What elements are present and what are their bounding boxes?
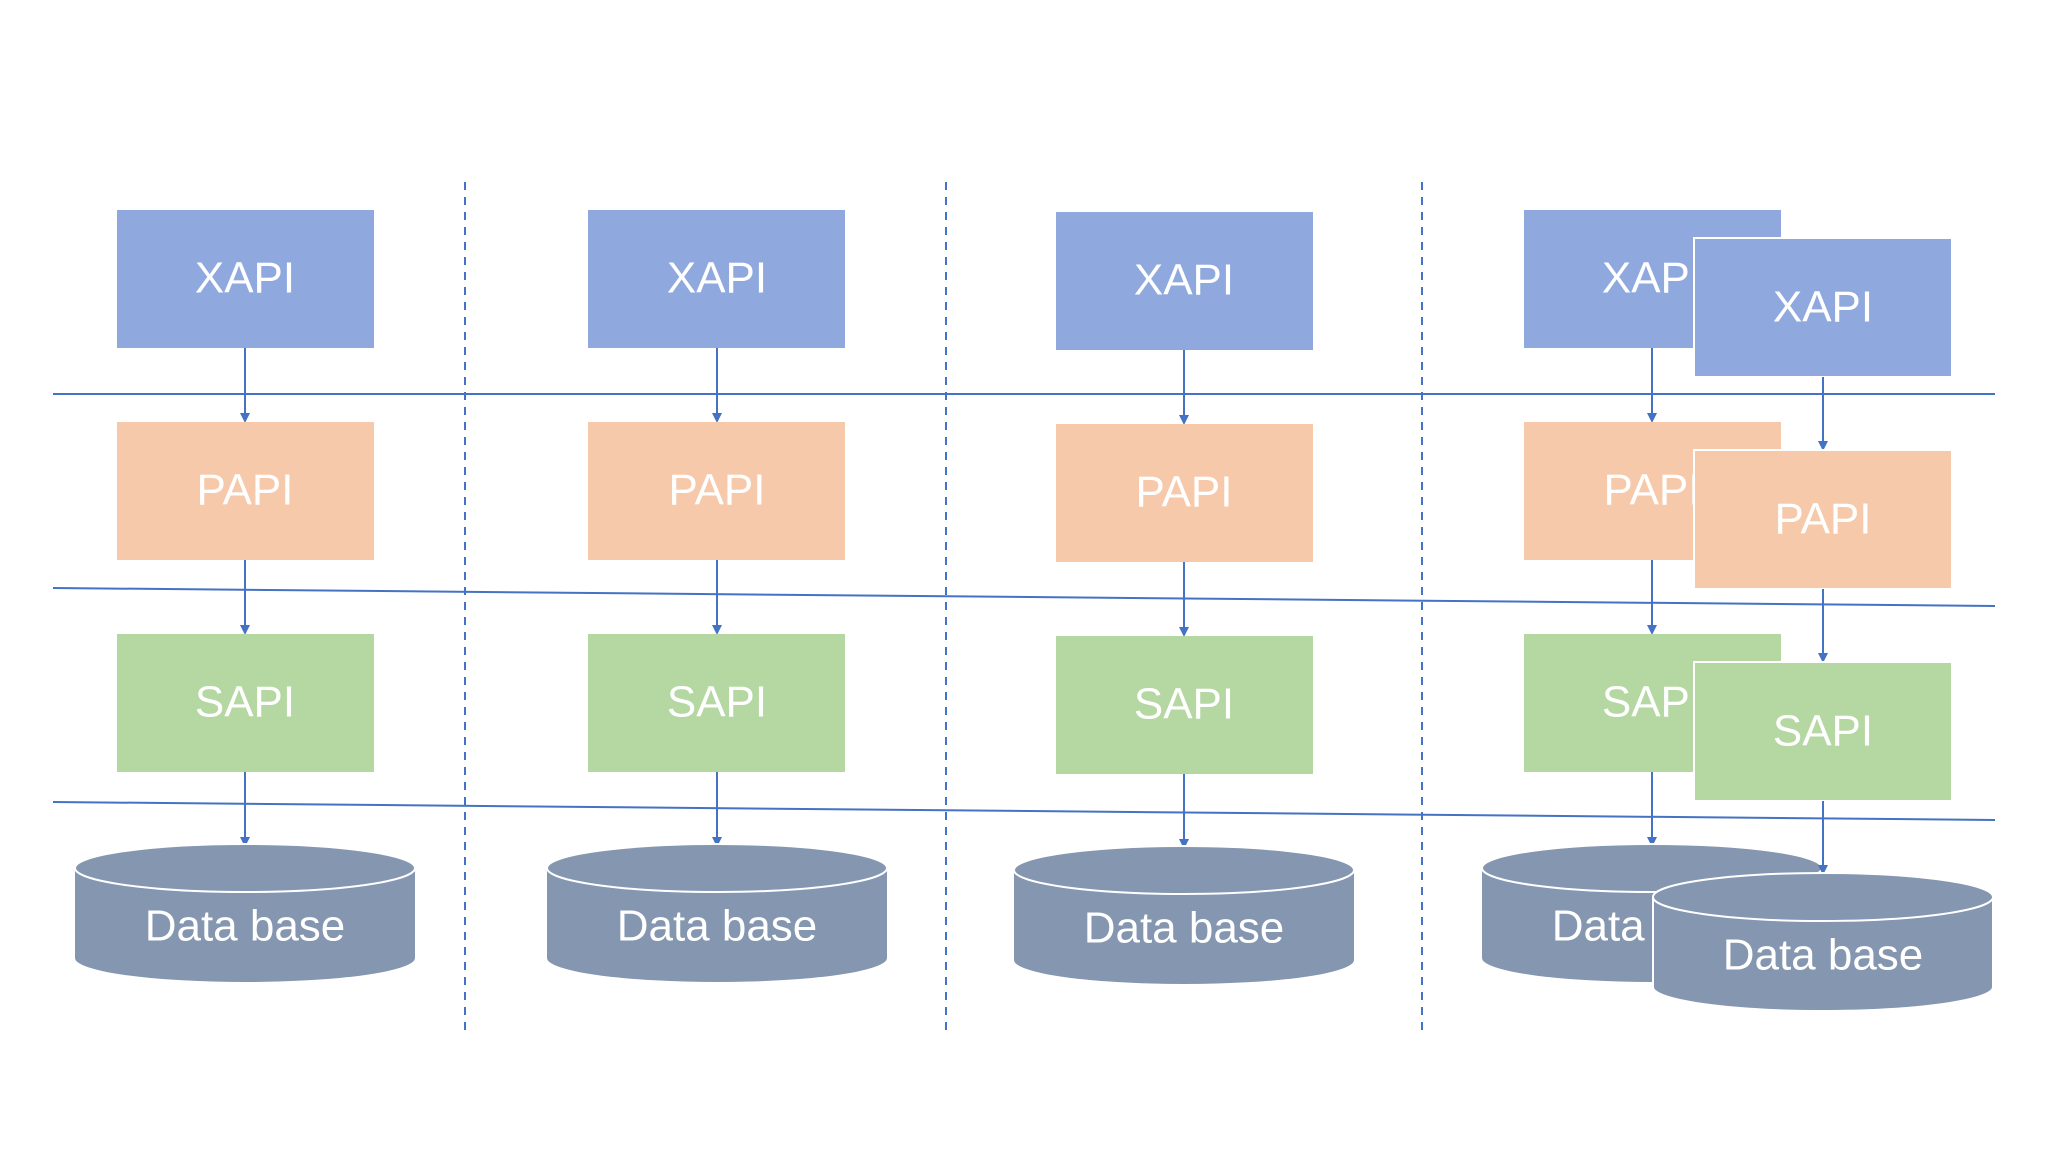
column-4-front: XAPI PAPI SAPI Data base — [1652, 237, 1994, 1012]
xapi-label: XAPI — [1773, 283, 1873, 332]
sapi-box — [1056, 636, 1313, 774]
sapi-box — [117, 634, 374, 772]
sapi-box — [588, 634, 845, 772]
database-label: Data base — [1723, 931, 1924, 980]
papi-label: PAPI — [1603, 466, 1700, 515]
xapi-box — [1056, 212, 1313, 350]
sapi-label: SAPI — [667, 678, 767, 727]
database-cylinder — [1013, 845, 1355, 984]
layer-line-papi-sapi — [52, 587, 1996, 607]
xapi-box — [1693, 237, 1953, 378]
database-label: Data base — [145, 902, 346, 951]
database-cylinder — [74, 843, 416, 982]
papi-box — [117, 422, 374, 560]
xapi-label: XAPI — [195, 254, 295, 303]
sapi-label: SAPI — [1134, 680, 1234, 729]
sapi-label: SAPI — [195, 678, 295, 727]
sapi-label: SAPI — [1602, 678, 1702, 727]
papi-label: PAPI — [668, 466, 765, 515]
layer-lines — [52, 393, 1996, 821]
database-label: Data base — [617, 902, 818, 951]
xapi-box — [117, 210, 374, 348]
xapi-label: XAPI — [1134, 256, 1234, 305]
papi-box — [1056, 424, 1313, 562]
column-4-back: XAPI PAPI SAPI Data base — [1481, 210, 1823, 982]
xapi-box — [588, 210, 845, 348]
column-2: XAPI PAPI SAPI Data base — [546, 210, 888, 982]
database-label: Data base — [1084, 904, 1285, 953]
papi-label: PAPI — [1774, 495, 1871, 544]
layer-line-sapi-db — [52, 801, 1996, 821]
papi-label: PAPI — [1135, 468, 1232, 517]
database-cylinder — [546, 843, 888, 982]
column-separators — [464, 182, 1423, 1030]
database-cylinder — [1652, 872, 1994, 1012]
sapi-label: SAPI — [1773, 707, 1873, 756]
xapi-label: XAPI — [1602, 254, 1702, 303]
papi-label: PAPI — [196, 466, 293, 515]
xapi-label: XAPI — [667, 254, 767, 303]
column-1: XAPI PAPI SAPI Data base — [74, 210, 416, 982]
papi-box — [1693, 449, 1953, 590]
papi-box — [588, 422, 845, 560]
column-3: XAPI PAPI SAPI Data base — [1013, 212, 1355, 984]
